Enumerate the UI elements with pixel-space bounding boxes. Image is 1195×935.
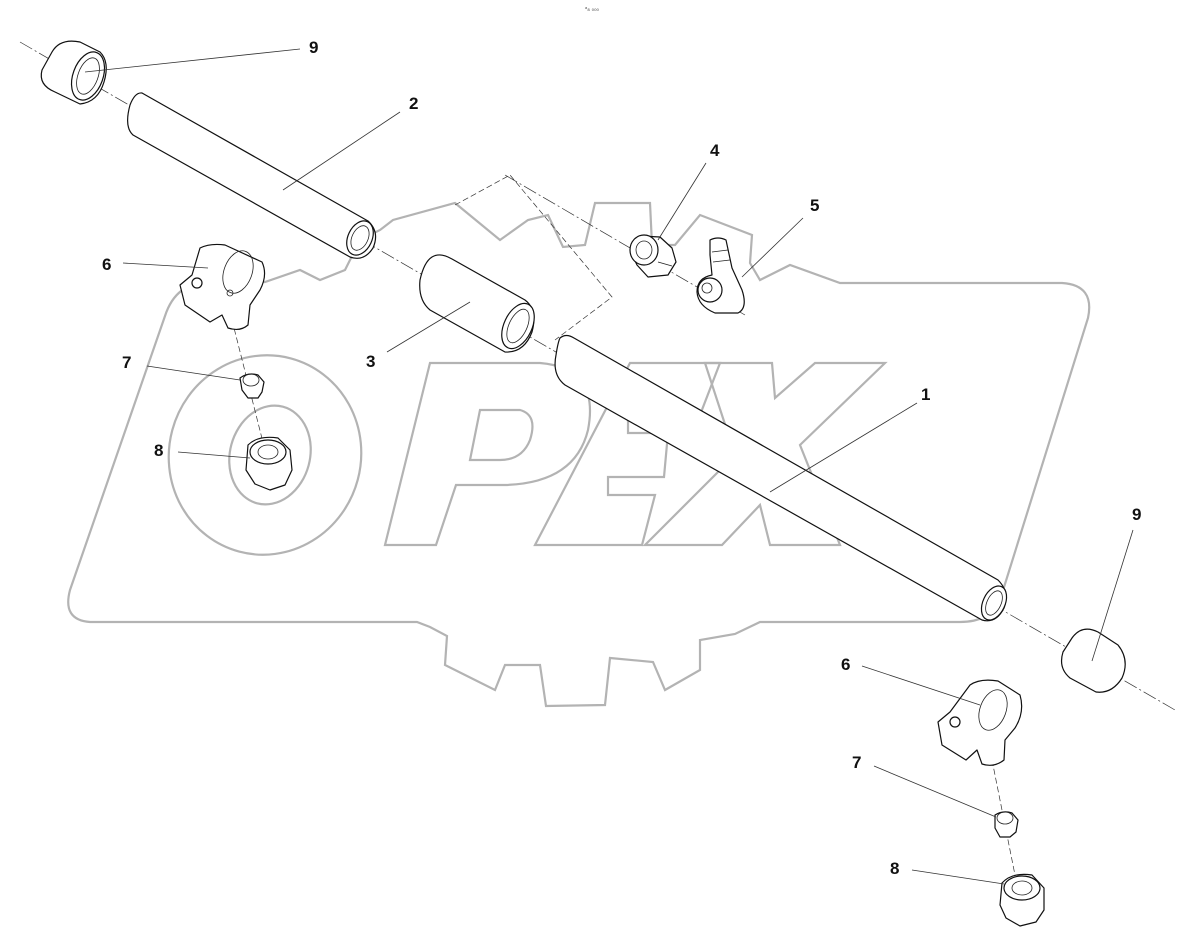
callout-7-left: 7	[122, 353, 131, 372]
watermark-letter-o-inner	[228, 404, 312, 506]
part-5-elbow-hose-barb	[696, 237, 745, 314]
watermark-letter-o-outer	[167, 354, 363, 556]
fitting-bracket-dashed	[454, 174, 613, 341]
part-1-long-tube	[554, 334, 1008, 622]
leader-lines	[84, 48, 1134, 885]
callout-1: 1	[921, 385, 930, 404]
callout-6-left: 6	[102, 255, 111, 274]
part-8-knob-right	[999, 873, 1045, 927]
callout-6-right: 6	[841, 655, 850, 674]
callout-8-right: 8	[890, 859, 899, 878]
watermark-letter-p	[383, 361, 592, 547]
watermark-gear-outline	[67, 201, 1091, 708]
header-code: ᵃ₈ ₀₀₀	[585, 6, 599, 13]
part-3-coupling-sleeve	[419, 254, 535, 353]
part-7-screw-left	[239, 373, 265, 399]
callout-4: 4	[710, 141, 720, 160]
callout-7-right: 7	[852, 753, 861, 772]
callout-8-left: 8	[154, 441, 163, 460]
part-8-knob-left	[245, 436, 293, 491]
callout-labels: 9 2 4 5 6 3 7 1 8 9 6 7 8	[102, 38, 1141, 878]
opex-watermark	[67, 201, 1091, 708]
part-2-short-tube	[127, 92, 377, 259]
callout-2: 2	[409, 94, 418, 113]
assembly-axes	[19, 41, 1176, 901]
part-9-end-cap-right	[1060, 628, 1126, 693]
callout-9-right: 9	[1132, 505, 1141, 524]
watermark-letter-x	[642, 361, 888, 547]
part-9-end-cap-top	[40, 40, 107, 105]
part-4-hex-nut-fitting	[629, 234, 677, 278]
callout-5: 5	[810, 196, 819, 215]
callout-3: 3	[366, 352, 375, 371]
callout-9-top: 9	[309, 38, 318, 57]
part-6-clamp-right	[937, 679, 1023, 766]
part-6-clamp-left	[179, 243, 266, 331]
part-7-screw-right	[994, 811, 1019, 838]
